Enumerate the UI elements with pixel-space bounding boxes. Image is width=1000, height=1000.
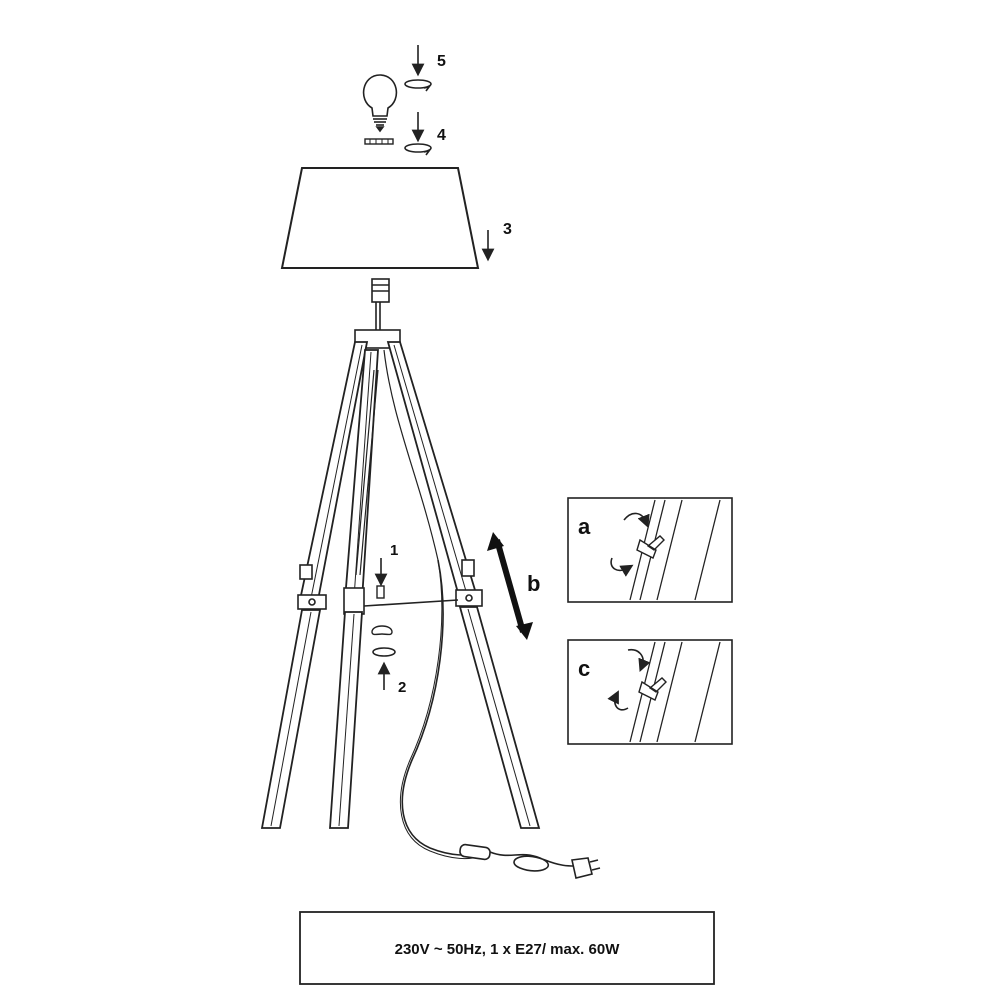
rotate-arrow-icon [610,557,634,577]
tripod-upper-legs [298,341,480,601]
bolt-icon [376,585,385,599]
step-2-arrow-icon [372,647,396,690]
shade-ring-icon [364,138,394,145]
wing-bolt-icon [636,535,665,559]
step-4-arrow-icon [404,112,432,156]
rotate-arrow-icon [607,690,629,711]
height-adjust-arrow-icon [487,532,533,640]
detail-a-label: a [578,514,591,539]
wing-nut-icon [371,625,393,636]
detail-a-box [567,497,733,603]
cord-switch-icon [459,843,491,861]
lamp-shade [280,167,480,269]
tripod-lower-legs [260,606,541,829]
detail-c-box [567,639,733,745]
light-bulb-icon [362,74,398,133]
step-4-label: 4 [437,127,446,144]
detail-b-label: b [527,571,540,596]
step-5-label: 5 [437,53,446,70]
detail-c-label: c [578,656,590,681]
lamp-socket [354,278,401,349]
rotate-arrow-icon [627,648,651,672]
power-cord [399,559,576,872]
rotate-arrow-icon [623,512,650,528]
step-5-arrow-icon [404,45,432,92]
power-plug-icon [571,857,601,879]
spec-box [299,911,715,985]
leg-joint-clamps [297,559,483,615]
wing-bolt-icon [638,677,667,701]
spec-text: 230V ~ 50Hz, 1 x E27/ max. 60W [395,941,621,958]
step-2-label: 2 [398,679,406,696]
step-1-label: 1 [390,542,398,559]
step-3-label: 3 [503,221,512,238]
